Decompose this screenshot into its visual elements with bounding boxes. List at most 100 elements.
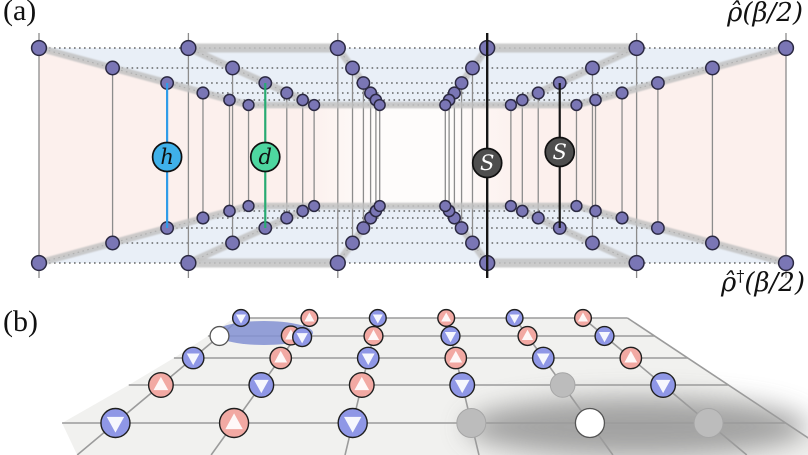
tensor-dot	[465, 235, 480, 251]
lattice-bond-band	[35, 44, 253, 109]
spin-down-triangle-icon	[186, 353, 200, 366]
tensor-dot	[225, 60, 240, 76]
beta-argument: (β/2)	[742, 0, 803, 28]
d-operator-symbol: d	[259, 145, 272, 169]
spin-up-triangle-icon	[304, 312, 315, 322]
spin-down-triangle-icon	[235, 314, 247, 324]
tensor-dot	[704, 235, 720, 251]
lattice-site-gray	[693, 407, 724, 439]
spin-down-triangle-icon	[454, 379, 470, 394]
tensor-dot	[531, 86, 545, 100]
s-operator-circle	[544, 136, 576, 168]
panel-a-label: (a)	[3, 0, 37, 27]
tensor-dot	[531, 211, 545, 225]
panel-b-lattice	[62, 308, 808, 455]
spin-down-triangle-icon	[253, 379, 269, 394]
tensor-dot	[439, 199, 452, 213]
lattice-bond-band	[572, 44, 790, 109]
lattice-site-gray	[549, 372, 576, 398]
tensor-dot	[454, 221, 469, 235]
spin-down-triangle-icon	[296, 333, 308, 344]
lattice-site-empty	[574, 407, 606, 439]
lattice-bond-band	[507, 44, 641, 109]
lattice-bond-band	[507, 202, 641, 267]
spin-up-triangle-icon	[521, 329, 534, 340]
s-operator-symbol: S	[480, 151, 494, 175]
tensor-dot	[30, 39, 48, 57]
tensor-dot	[180, 39, 197, 57]
rho-hat-symbol: ρ̂	[727, 0, 743, 28]
lattice-bond-band	[35, 202, 253, 267]
h-operator-circle	[151, 141, 183, 173]
lattice-site-empty	[209, 325, 230, 347]
tensor-dot	[105, 60, 121, 76]
tensor-dot	[628, 254, 645, 272]
tensor-dot	[589, 93, 602, 107]
lattice-site-doublon	[280, 325, 313, 348]
tensor-dot	[454, 76, 469, 90]
spin-down-triangle-icon	[598, 332, 611, 343]
tensor-dot	[223, 93, 236, 107]
spin-down-triangle-icon	[655, 379, 671, 394]
tensor-dot	[585, 235, 600, 251]
d-operator-circle	[249, 141, 281, 173]
grid-column-line	[627, 317, 808, 439]
tensor-dot	[515, 93, 529, 107]
lattice-site-gray	[456, 407, 487, 439]
tensor-dot	[296, 204, 310, 218]
tensor-dot	[345, 235, 360, 251]
tensor-dot	[373, 199, 386, 213]
spin-up-triangle-icon	[624, 350, 638, 363]
lattice-bond-band	[184, 202, 318, 267]
tensor-dot	[650, 76, 665, 90]
tensor-dot	[329, 39, 346, 57]
spin-up-triangle-icon	[274, 350, 288, 363]
tensor-dot	[515, 204, 529, 218]
tensor-dot	[242, 199, 255, 213]
beta-argument: (β/2)	[744, 268, 805, 298]
tensor-dot	[465, 60, 480, 76]
tensor-dot	[30, 254, 48, 272]
panel-b-label: (b)	[3, 305, 38, 338]
lattice-bond-band	[184, 44, 318, 109]
tensor-dot	[180, 254, 197, 272]
dagger-symbol: †	[736, 266, 745, 286]
spin-down-triangle-icon	[361, 353, 375, 366]
tensor-dot	[105, 235, 121, 251]
rho-beta-top-label: ρ̂(β/2)	[727, 0, 803, 28]
tensor-dot	[628, 39, 645, 57]
spin-down-triangle-icon	[343, 416, 362, 433]
tensor-dot	[777, 254, 795, 272]
rho-hat-symbol: ρ̂	[721, 268, 737, 298]
tensor-dot	[280, 86, 294, 100]
spin-down-triangle-icon	[509, 314, 520, 324]
s-operator-circle	[471, 147, 503, 179]
tensor-dot	[329, 254, 346, 272]
spin-up-triangle-icon	[225, 413, 243, 430]
spin-up-triangle-icon	[367, 329, 380, 340]
tensor-dot	[345, 60, 360, 76]
spin-down-triangle-icon	[372, 314, 383, 324]
tensor-dot	[225, 235, 240, 251]
tensor-dot	[296, 93, 310, 107]
tensor-dot	[570, 199, 583, 213]
tensor-dot	[504, 199, 518, 213]
tensor-dot	[242, 98, 255, 112]
tensor-dot	[223, 204, 236, 218]
spin-up-triangle-icon	[449, 350, 463, 363]
tensor-dot	[615, 211, 629, 225]
tensor-dot	[650, 221, 665, 235]
tensor-dot	[704, 60, 720, 76]
tensor-dot	[504, 98, 518, 112]
spin-up-triangle-icon	[153, 376, 169, 391]
tensor-dot	[615, 86, 629, 100]
spin-up-triangle-icon	[354, 376, 370, 391]
tensor-dot	[196, 86, 210, 100]
s-operator-symbol: S	[553, 140, 567, 164]
spin-down-triangle-icon	[536, 353, 550, 366]
spin-up-triangle-icon	[577, 312, 589, 322]
lattice-bond-band	[572, 202, 790, 267]
